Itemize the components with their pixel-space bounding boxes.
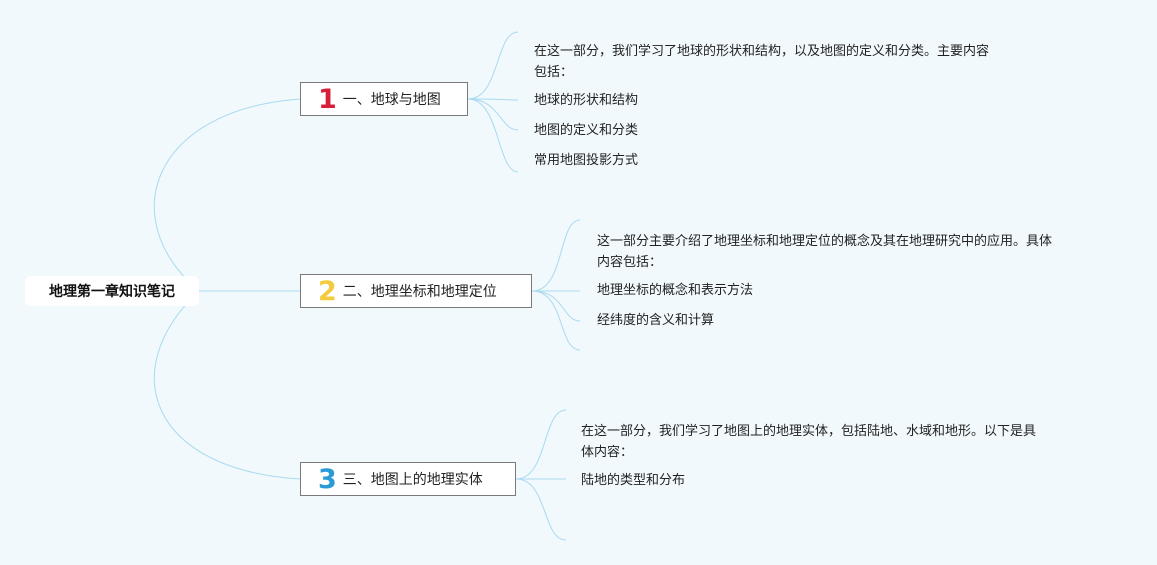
subtopic-item[interactable]: 经纬度的含义和计算 [597,313,715,328]
connector-topic-1-item-3 [467,98,519,173]
connector-root-topic-1 [153,98,301,292]
connector-topic-2-item-2 [531,290,581,322]
number-badge-1: 1 [318,83,337,115]
subtopic-item[interactable]: 地球的形状和结构 [534,93,639,108]
intro-line: 体内容： [581,445,634,460]
topic-earth-and-map[interactable]: 1 一、地球与地图 [300,82,468,116]
connector-topic-1-item-2 [467,98,519,131]
subtopic-item[interactable]: 地理坐标的概念和表示方法 [597,283,754,298]
root-topic[interactable]: 地理第一章知识笔记 [25,276,199,306]
connector-topic-2-item-3 [531,290,581,351]
subtopic-item[interactable]: 常用地图投影方式 [534,153,639,168]
number-badge-3: 3 [318,463,337,495]
intro-line: 在这一部分，我们学习了地球的形状和结构，以及地图的定义和分类。主要内容 [534,44,990,59]
intro-line: 在这一部分，我们学习了地图上的地理实体，包括陆地、水域和地形。以下是具 [581,424,1037,439]
topic-label: 二、地理坐标和地理定位 [342,284,497,300]
topic-label: 一、地球与地图 [342,92,441,108]
topic-geo-entities[interactable]: 3 三、地图上的地理实体 [300,462,516,496]
connector-topic-3-item-2 [515,478,567,541]
intro-line: 这一部分主要介绍了地理坐标和地理定位的概念及其在地理研究中的应用。具体 [597,234,1053,249]
topic-label: 三、地图上的地理实体 [342,472,483,488]
intro-line: 包括： [534,65,574,80]
root-topic-label: 地理第一章知识笔记 [49,284,175,300]
connector-topic-1-item-1 [467,98,519,101]
subtopic-intro[interactable]: 在这一部分，我们学习了地图上的地理实体，包括陆地、水域和地形。以下是具 体内容： [581,421,1036,463]
number-badge-2: 2 [318,275,337,307]
topic-geo-coordinates[interactable]: 2 二、地理坐标和地理定位 [300,274,532,308]
subtopic-item[interactable]: 陆地的类型和分布 [581,473,686,488]
connector-topic-3-intro [515,409,567,480]
connector-topic-2-intro [531,219,581,292]
intro-line: 内容包括： [597,255,663,270]
connector-topic-1-intro [467,31,519,100]
connector-root-topic-3 [153,290,301,480]
subtopic-intro[interactable]: 这一部分主要介绍了地理坐标和地理定位的概念及其在地理研究中的应用。具体 内容包括… [597,231,1052,273]
subtopic-intro[interactable]: 在这一部分，我们学习了地球的形状和结构，以及地图的定义和分类。主要内容 包括： [534,41,989,83]
subtopic-item[interactable]: 地图的定义和分类 [534,123,639,138]
